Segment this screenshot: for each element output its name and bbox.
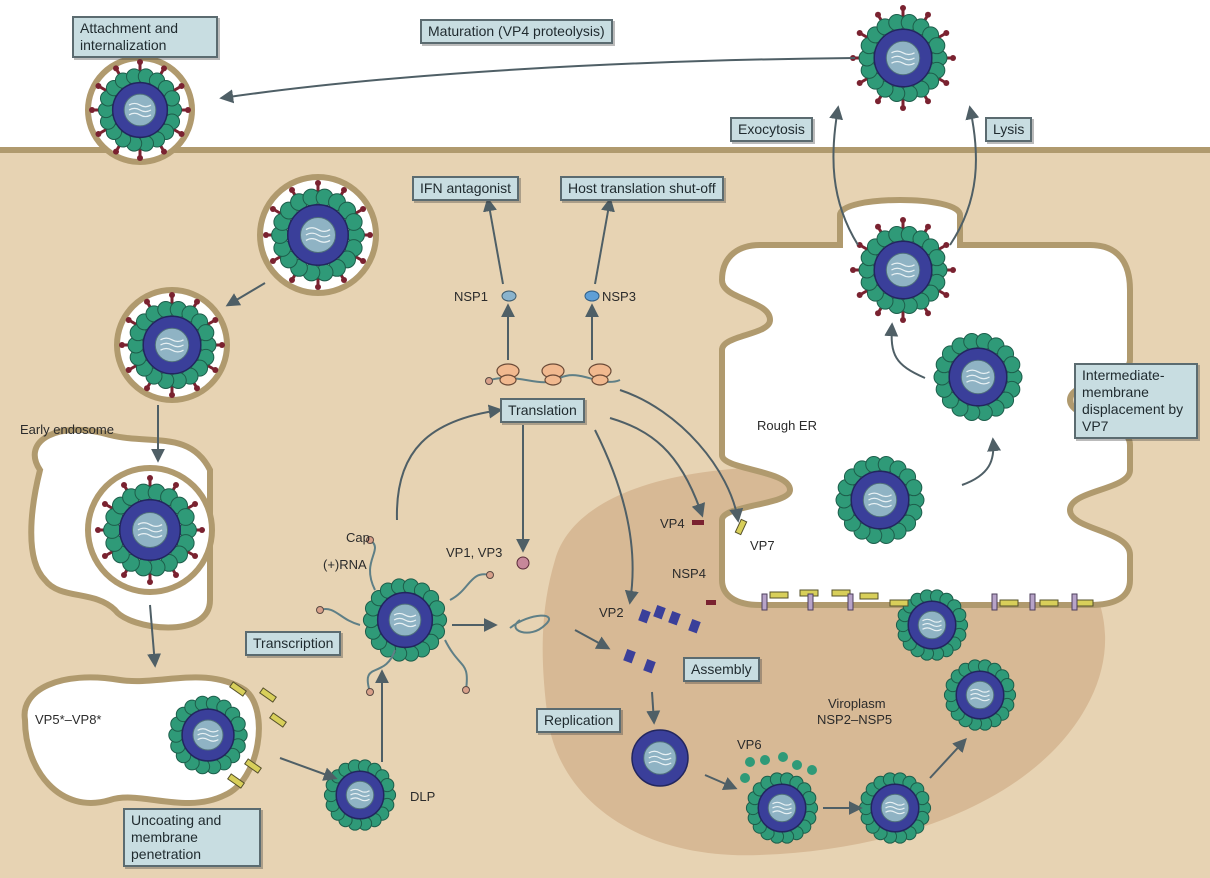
nsp4-membrane — [1071, 593, 1078, 611]
vp5-vp8-label: VP5*–VP8* — [35, 712, 102, 727]
arrow-lysis — [949, 105, 980, 246]
virion-attaching — [89, 59, 191, 161]
rna-label: (+)RNA — [323, 557, 367, 572]
nsp4-protein — [706, 600, 716, 605]
vp2-subunit — [668, 610, 681, 626]
virion-endosome — [95, 475, 205, 585]
vp2-subunit — [623, 648, 636, 664]
virion-mature — [850, 5, 956, 111]
nsp2-nsp5-label: NSP2–NSP5 — [817, 712, 893, 727]
vp7-membrane — [859, 592, 879, 600]
rough-er-label: Rough ER — [757, 418, 817, 433]
nsp1-protein — [501, 290, 517, 302]
vp7-membrane — [769, 591, 789, 599]
dlp-assembling — [745, 772, 819, 844]
vp6-label: VP6 — [737, 737, 762, 752]
nsp3-label: NSP3 — [602, 289, 636, 304]
vp2-subunit — [688, 618, 701, 634]
vp2-label: VP2 — [599, 605, 624, 620]
vp7-membrane — [999, 599, 1019, 607]
nsp4-membrane — [761, 593, 768, 611]
dlp-label: DLP — [410, 789, 436, 804]
host-translation-shutoff-label: Host translation shut-off — [560, 176, 724, 201]
uncoating-label: Uncoating and membrane penetration — [123, 808, 261, 867]
nsp4-membrane — [847, 593, 854, 611]
nsp4-label: NSP4 — [672, 566, 706, 581]
vp6-subunit — [760, 755, 770, 765]
vp7-fragment — [244, 758, 262, 774]
vp2-subunit — [638, 608, 651, 624]
dlp-assembled — [858, 772, 932, 844]
early-endosome-label: Early endosome — [20, 422, 114, 437]
vp6-subunit — [740, 773, 750, 783]
replication-label: Replication — [536, 708, 622, 733]
vp7-fragment — [259, 687, 277, 703]
vp7-membrane — [831, 589, 851, 597]
vp7-fragment — [269, 712, 287, 728]
vp2-subunit — [653, 604, 666, 620]
nsp3-protein — [584, 290, 600, 302]
maturation-label: Maturation (VP4 proteolysis) — [420, 19, 613, 44]
intermediate-membrane-label: Intermediate-membrane displacement by VP… — [1074, 363, 1198, 439]
vp1-vp3-label: VP1, VP3 — [446, 545, 503, 560]
dlp-viroplasm-exit — [943, 659, 1017, 731]
nsp4-membrane — [991, 593, 998, 611]
vp2-subunit — [643, 658, 656, 674]
nsp4-membrane — [807, 593, 814, 611]
process-arrows — [147, 57, 1002, 815]
vp7-protein — [734, 518, 748, 536]
vp6-subunit — [778, 752, 788, 762]
ifn-antagonist-label: IFN antagonist — [412, 176, 520, 201]
virion-er-exit — [850, 217, 956, 323]
arrow-exocytosis — [829, 105, 859, 246]
attachment-label: Attachment and internalization — [72, 16, 218, 58]
vp7-label: VP7 — [750, 538, 775, 553]
dlp-transcribing — [362, 578, 448, 662]
virion-internalized — [263, 180, 373, 290]
vp4-label: VP4 — [660, 516, 685, 531]
vp7-membrane — [1039, 599, 1059, 607]
transcription-label: Transcription — [245, 631, 342, 656]
cap-label: Cap — [346, 530, 370, 545]
dlp-released — [323, 759, 397, 831]
vp1-vp3-protein — [516, 556, 530, 570]
vp6-subunit — [745, 757, 755, 767]
core-replicated — [631, 729, 689, 787]
assembly-label: Assembly — [683, 657, 760, 682]
virion-er-membrane — [933, 333, 1023, 421]
nsp1-label: NSP1 — [454, 289, 488, 304]
vp6-subunit — [792, 760, 802, 770]
vp6-subunit — [807, 765, 817, 775]
vp7-fragment — [227, 773, 245, 789]
nsp4-membrane — [1029, 593, 1036, 611]
rna-caps — [316, 377, 494, 696]
virion-er-budding — [835, 456, 925, 544]
translation-label: Translation — [500, 398, 585, 423]
exocytosis-label: Exocytosis — [730, 117, 813, 142]
arrow-maturation — [219, 57, 856, 104]
virion-uncoating — [168, 695, 248, 775]
vp7-fragment — [229, 681, 247, 697]
vp4-protein — [692, 520, 704, 525]
vp7-membrane — [889, 599, 909, 607]
viroplasm-label: Viroplasm — [828, 696, 886, 711]
vp7-membrane — [1074, 599, 1094, 607]
lysis-label: Lysis — [985, 117, 1033, 142]
rough-er — [718, 197, 1133, 608]
virion-vesicle — [119, 292, 225, 398]
ribosomes — [496, 363, 612, 386]
dlp-budding-er — [895, 589, 969, 661]
